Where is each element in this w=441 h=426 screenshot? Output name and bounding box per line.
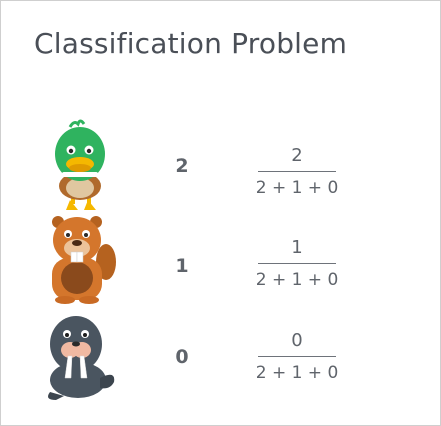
beaver-icon: [52, 216, 116, 304]
count-value: 2: [175, 155, 189, 177]
fraction-numerator: 0: [291, 330, 303, 351]
page-title: Classification Problem: [34, 27, 348, 60]
fraction-bar: [258, 356, 336, 357]
class-row-walrus: 0 0 2 + 1 + 0: [0, 308, 441, 404]
fraction-bar: [258, 171, 336, 172]
walrus-icon: [48, 316, 115, 400]
probability-fraction: 1 2 + 1 + 0: [250, 236, 344, 292]
class-row-duck: 2 2 2 + 1 + 0: [0, 118, 441, 214]
fraction-denominator: 2 + 1 + 0: [255, 270, 339, 290]
count-value: 0: [175, 346, 189, 368]
fraction-numerator: 2: [291, 145, 303, 166]
fraction-bar: [258, 263, 336, 264]
probability-fraction: 0 2 + 1 + 0: [250, 329, 344, 385]
class-row-beaver: 1 1 2 + 1 + 0: [0, 212, 441, 308]
fraction-denominator: 2 + 1 + 0: [255, 178, 339, 198]
fraction-denominator: 2 + 1 + 0: [255, 363, 339, 383]
duck-icon: [55, 119, 105, 210]
count-value: 1: [175, 255, 189, 277]
fraction-numerator: 1: [291, 237, 303, 258]
probability-fraction: 2 2 + 1 + 0: [250, 144, 344, 200]
